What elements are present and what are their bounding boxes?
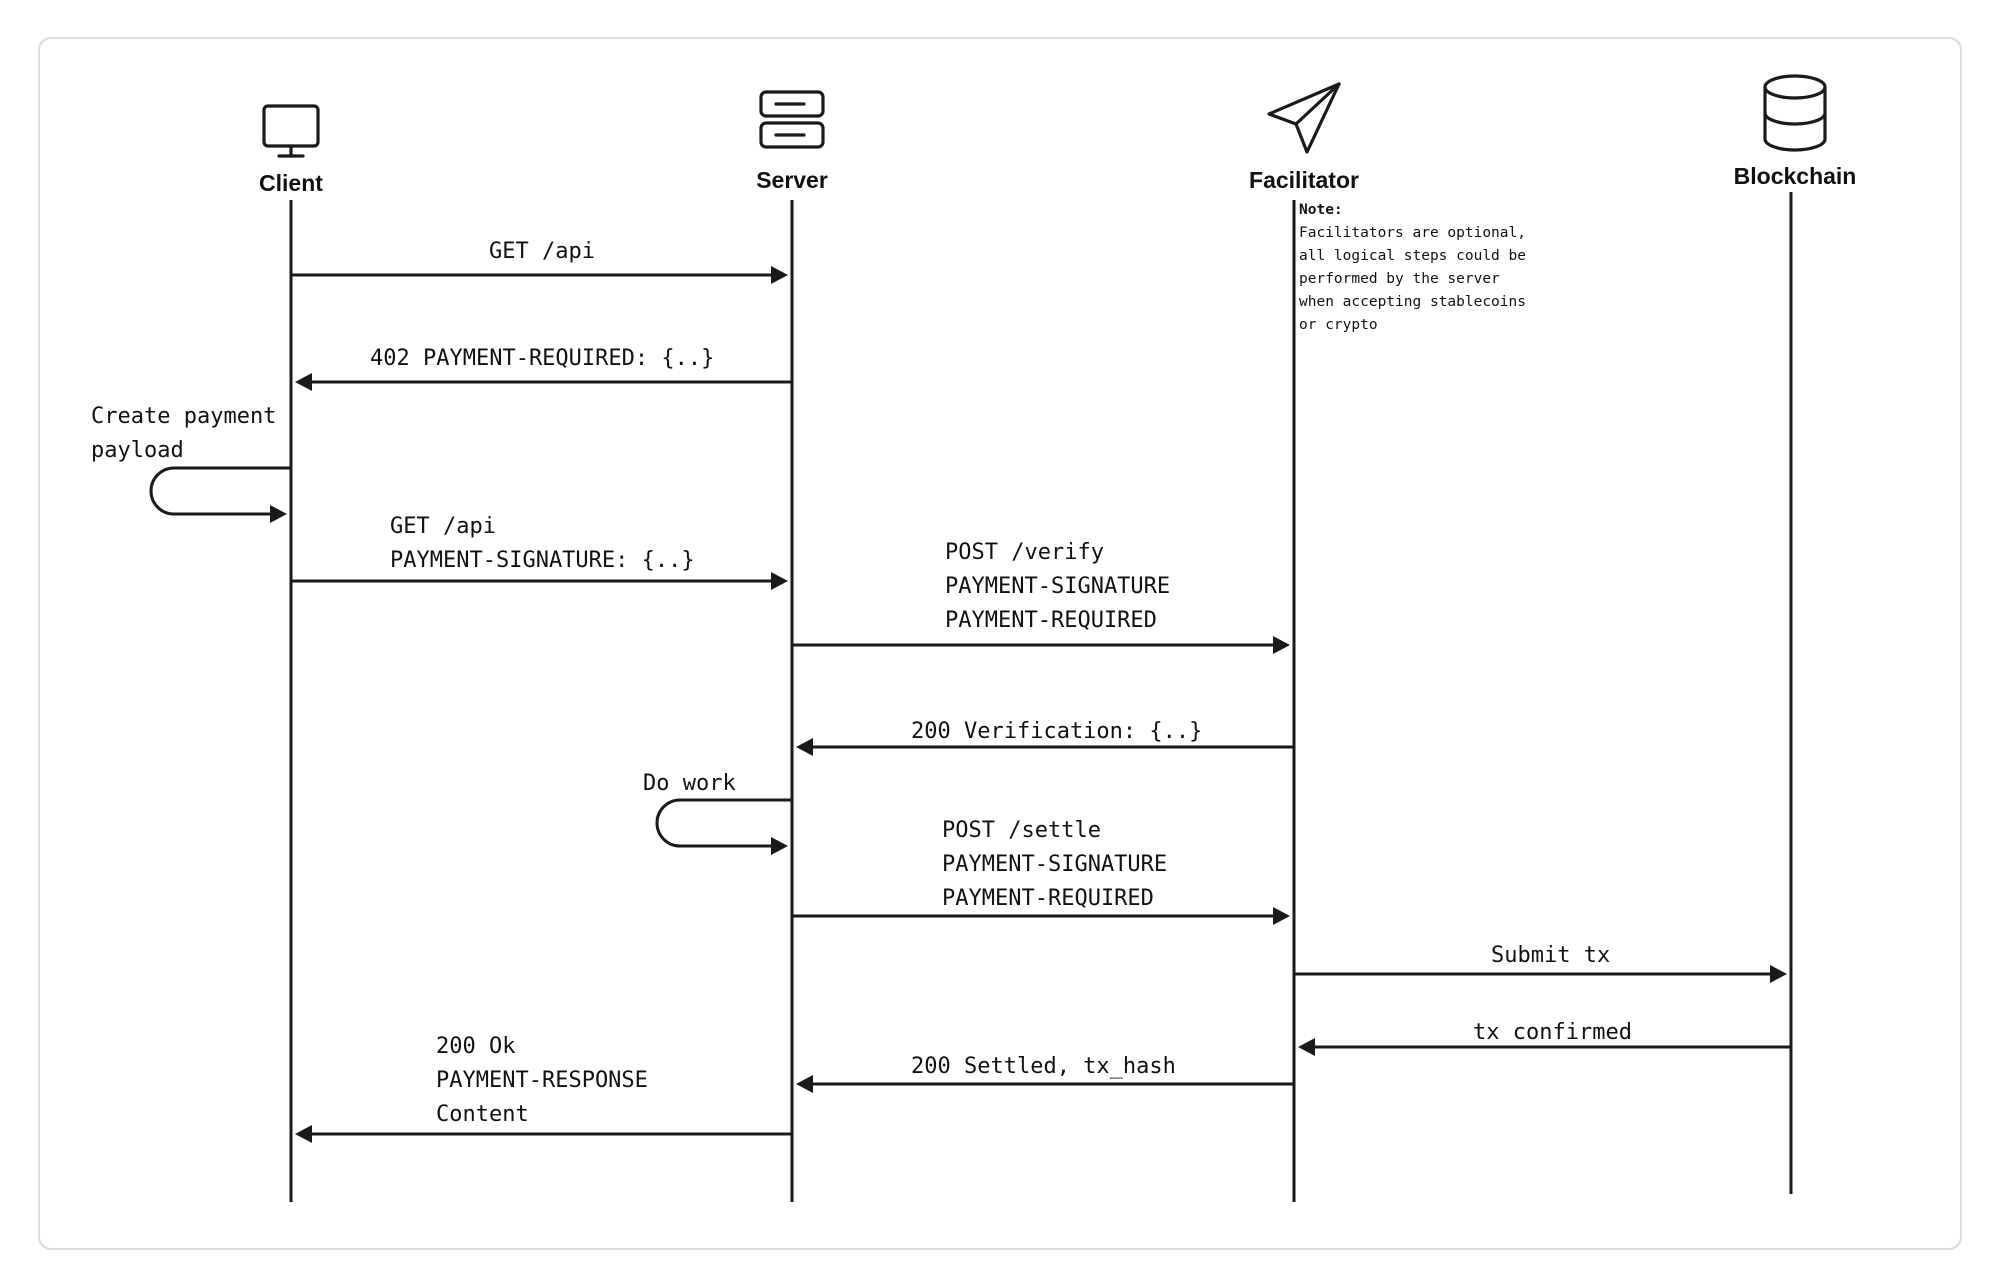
message-label: Content — [436, 1102, 529, 1127]
message: 200 Ok PAYMENT-RESPONSE Content — [295, 1034, 792, 1143]
arrow-head — [295, 373, 312, 391]
message-label: 200 Verification: {..} — [911, 719, 1202, 744]
actor-label-blockchain: Blockchain — [1734, 163, 1857, 189]
note-line: all logical steps could be — [1299, 248, 1526, 264]
actor-label-server: Server — [756, 167, 828, 193]
paper-plane-icon — [1267, 82, 1341, 154]
arrow-head — [796, 738, 813, 756]
message-label: PAYMENT-REQUIRED — [945, 608, 1157, 633]
note-line: performed by the server — [1299, 271, 1500, 287]
note-line: Facilitators are optional, — [1299, 225, 1526, 241]
message-label: PAYMENT-SIGNATURE: {..} — [390, 548, 695, 573]
note-line: when accepting stablecoins — [1299, 294, 1526, 310]
arrow-head — [1298, 1038, 1315, 1056]
message-label: PAYMENT-RESPONSE — [436, 1068, 648, 1093]
self-loop-arrow — [149, 466, 290, 516]
actors: Client Server Facilitator Blockchain — [259, 74, 1857, 196]
messages: GET /api 402 PAYMENT-REQUIRED: {..} Create… — [91, 239, 1791, 1143]
arrow-head — [771, 837, 788, 855]
message-label: 402 PAYMENT-REQUIRED: {..} — [370, 346, 714, 371]
message-label: PAYMENT-SIGNATURE — [942, 852, 1167, 877]
facilitator-note: Note: Facilitators are optional, all logic… — [1299, 202, 1526, 333]
message-label: PAYMENT-REQUIRED — [942, 886, 1154, 911]
self-message: Do work — [643, 771, 791, 855]
arrow-head — [771, 266, 788, 284]
message: 402 PAYMENT-REQUIRED: {..} — [295, 346, 792, 391]
arrow-head — [295, 1125, 312, 1143]
message: 200 Settled, tx_hash — [796, 1054, 1294, 1093]
self-loop-arrow — [655, 798, 791, 848]
arrow-head — [1273, 636, 1290, 654]
message: Submit tx — [1294, 943, 1787, 983]
message-label: POST /verify — [945, 540, 1104, 565]
arrow-head — [1273, 907, 1290, 925]
message-label: 200 Settled, tx_hash — [911, 1054, 1176, 1079]
message-label: PAYMENT-SIGNATURE — [945, 574, 1170, 599]
message-label: POST /settle — [942, 818, 1101, 843]
arrow-head — [1770, 965, 1787, 983]
database-icon — [1763, 74, 1827, 152]
note-title: Note: — [1299, 202, 1343, 218]
message-label: Create payment — [91, 404, 276, 429]
message-label: Do work — [643, 771, 736, 796]
message-label: GET /api — [390, 514, 496, 539]
message: GET /api — [291, 239, 788, 284]
actor-label-client: Client — [259, 170, 323, 196]
message: 200 Verification: {..} — [796, 719, 1294, 756]
actor-label-facilitator: Facilitator — [1249, 167, 1359, 193]
message: tx confirmed — [1298, 1020, 1791, 1056]
message-label: payload — [91, 438, 184, 463]
lifelines — [289, 192, 1793, 1202]
message-label: 200 Ok — [436, 1034, 515, 1059]
arrow-head — [796, 1075, 813, 1093]
note-line: or crypto — [1299, 317, 1378, 333]
message-label: tx confirmed — [1473, 1020, 1632, 1045]
message-label: GET /api — [489, 239, 595, 264]
arrow-head — [771, 572, 788, 590]
arrow-head — [270, 505, 287, 523]
message-label: Submit tx — [1491, 943, 1610, 968]
server-icon — [759, 90, 825, 149]
monitor-icon — [262, 104, 320, 158]
self-message: Create payment payload — [91, 404, 290, 523]
